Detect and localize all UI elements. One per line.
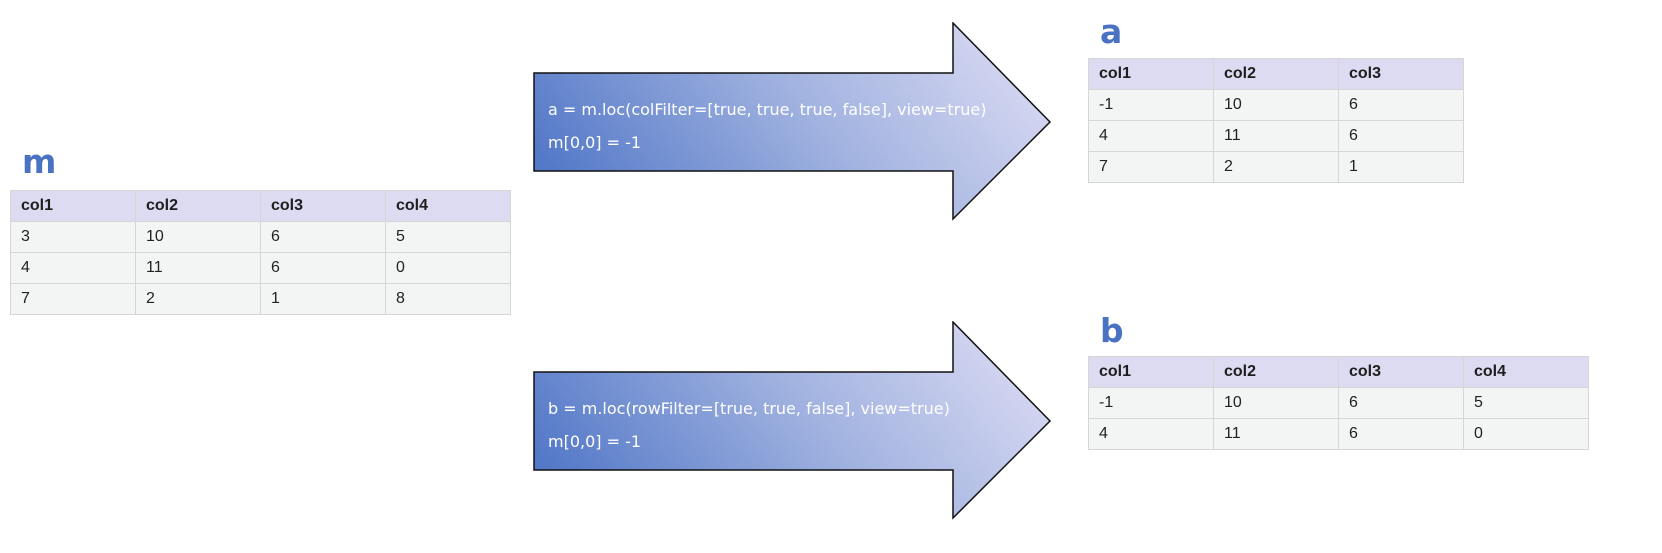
table-cell: 6 — [1338, 120, 1464, 152]
table-cell: 3 — [10, 221, 136, 253]
column-header: col2 — [1213, 356, 1339, 388]
table-cell: 10 — [135, 221, 261, 253]
arrow-bottom-line2: m[0,0] = -1 — [548, 432, 642, 451]
table-cell: 6 — [260, 221, 386, 253]
table-cell: 5 — [1463, 387, 1589, 419]
table-cell: -1 — [1088, 387, 1214, 419]
arrow-top-line2: m[0,0] = -1 — [548, 133, 642, 152]
column-header: col4 — [385, 190, 511, 222]
table-b-label: b — [1100, 311, 1124, 350]
table-cell: 6 — [260, 252, 386, 284]
table-cell: 5 — [385, 221, 511, 253]
column-header: col3 — [1338, 356, 1464, 388]
table-a-label: a — [1100, 12, 1123, 51]
table-cell: 4 — [1088, 418, 1214, 450]
table-cell: 11 — [1213, 418, 1339, 450]
table-cell: -1 — [1088, 89, 1214, 121]
table-cell: 1 — [1338, 151, 1464, 183]
table-cell: 7 — [10, 283, 136, 315]
table-cell: 2 — [1213, 151, 1339, 183]
column-header: col3 — [1338, 58, 1464, 90]
column-header: col1 — [1088, 356, 1214, 388]
table-cell: 2 — [135, 283, 261, 315]
table-cell: 4 — [1088, 120, 1214, 152]
arrow-top-line1: a = m.loc(colFilter=[true, true, true, f… — [548, 100, 987, 119]
column-header: col2 — [135, 190, 261, 222]
arrow-top — [533, 22, 1052, 221]
table-cell: 1 — [260, 283, 386, 315]
column-header: col1 — [10, 190, 136, 222]
table-cell: 0 — [385, 252, 511, 284]
table-cell: 7 — [1088, 151, 1214, 183]
table-cell: 6 — [1338, 387, 1464, 419]
column-header: col1 — [1088, 58, 1214, 90]
column-header: col4 — [1463, 356, 1589, 388]
table-cell: 11 — [135, 252, 261, 284]
table-cell: 0 — [1463, 418, 1589, 450]
column-header: col3 — [260, 190, 386, 222]
arrow-bottom — [533, 321, 1052, 520]
table-cell: 6 — [1338, 418, 1464, 450]
table-cell: 6 — [1338, 89, 1464, 121]
table-cell: 10 — [1213, 387, 1339, 419]
arrow-bottom-line1: b = m.loc(rowFilter=[true, true, false],… — [548, 399, 950, 418]
table-cell: 10 — [1213, 89, 1339, 121]
table-cell: 8 — [385, 283, 511, 315]
table-cell: 4 — [10, 252, 136, 284]
table-m-label: m — [22, 142, 57, 181]
column-header: col2 — [1213, 58, 1339, 90]
table-cell: 11 — [1213, 120, 1339, 152]
